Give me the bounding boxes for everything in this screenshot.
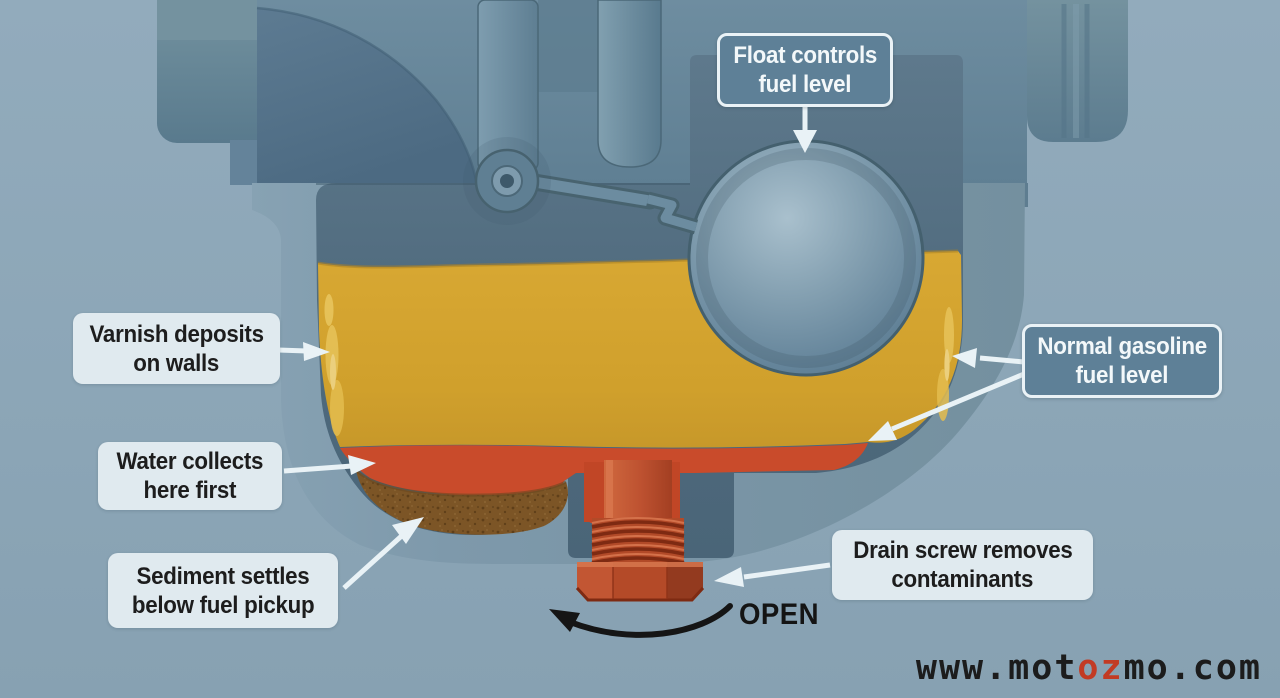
label-line: Sediment settles (136, 562, 310, 590)
sediment (354, 468, 568, 535)
arrow-normal-level-upper-icon (952, 348, 1025, 368)
carburetor-upper-body (157, 0, 1128, 207)
label-line: Normal gasoline (1037, 333, 1207, 360)
arrow-varnish-icon (277, 342, 330, 361)
label-line: fuel level (758, 71, 852, 98)
float-pivot (463, 0, 551, 225)
arrow-float-level-icon (793, 107, 817, 153)
float-ball (687, 139, 925, 377)
label-float-controls: Float controls fuel level (717, 33, 893, 107)
label-varnish-deposits: Varnish deposits on walls (73, 313, 280, 384)
label-line: on walls (133, 349, 220, 377)
label-line: Varnish deposits (89, 320, 264, 348)
label-line: contaminants (891, 566, 1034, 593)
label-line: Water collects (116, 448, 264, 475)
label-drain-screw: Drain screw removes contaminants (832, 530, 1093, 600)
label-line: Drain screw removes (852, 537, 1073, 564)
float-assembly (463, 0, 925, 377)
arrow-water-icon (283, 455, 376, 475)
venturi-passage (257, 8, 477, 185)
label-sediment-settles: Sediment settles below fuel pickup (108, 553, 338, 628)
watermark-highlight: oz (1077, 648, 1124, 688)
open-direction-label: OPEN (739, 598, 820, 631)
callout-arrows (277, 107, 1025, 590)
screw-threads (591, 517, 685, 565)
arrow-drain-icon (714, 562, 831, 587)
body-shadow-block (538, 0, 600, 92)
watermark-suffix: mo.com (1123, 648, 1262, 688)
drain-screw (575, 460, 705, 602)
varnish-deposits (324, 294, 954, 436)
fuel-pickup-tube (597, 0, 662, 168)
label-normal-fuel-level: Normal gasoline fuel level (1022, 324, 1222, 398)
screw-shank (604, 460, 672, 520)
label-line: below fuel pickup (131, 591, 315, 619)
arrow-sediment-icon (342, 517, 424, 590)
label-line: fuel level (1075, 362, 1169, 389)
watermark-prefix: www.mot (915, 648, 1078, 688)
label-water-collects: Water collects here first (98, 442, 282, 510)
open-rotation-arrow-icon (549, 603, 733, 638)
label-line: here first (143, 477, 237, 504)
screw-hex-head (575, 562, 705, 602)
label-line: Float controls (733, 42, 877, 69)
arrow-normal-level-lower-icon (868, 371, 1025, 441)
watermark: www.motozmo.com (916, 648, 1262, 688)
